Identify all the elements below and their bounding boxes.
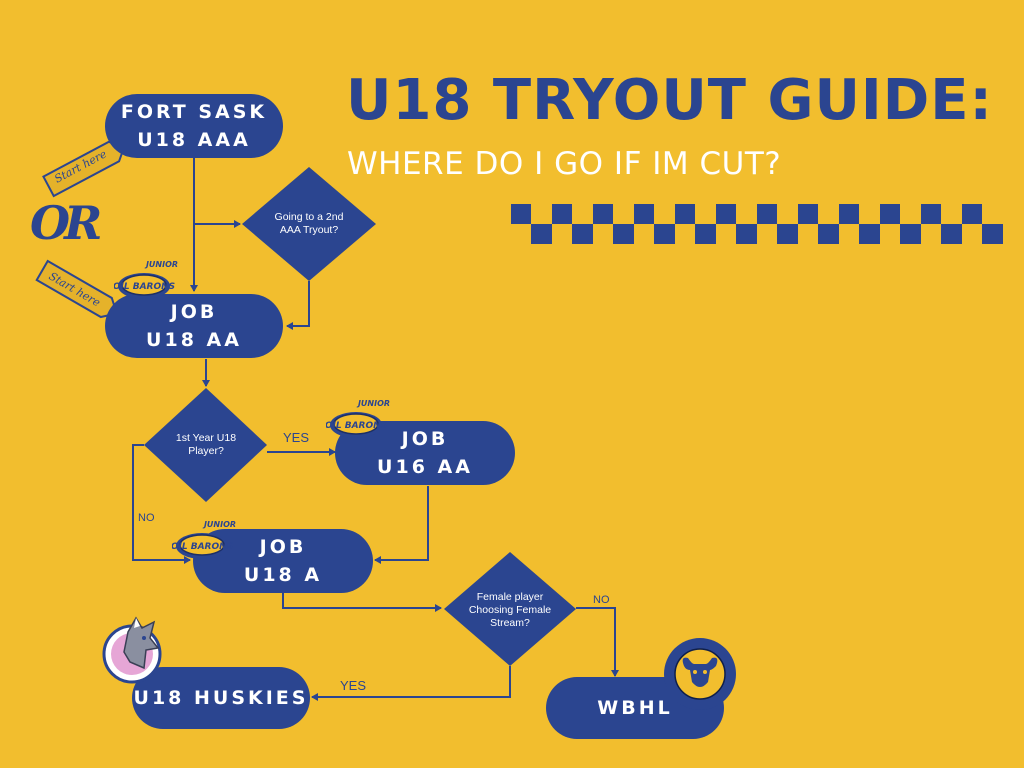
oil-barons-text-1: OIL BARONS [114,282,175,292]
decision-first-year-text: 1st Year U18 Player? [169,425,243,465]
node-fort-sask-u18-aaa: FORT SASK U18 AAA [105,94,283,158]
decision-second-aaa-diamond [242,167,376,281]
oil-barons-logo-3: OIL BARONS JUNIOR [172,520,236,559]
node-wbhl-label: WBHL [597,697,673,719]
decision-second-aaa-label: Going to a 2nd AAA Tryout? [274,211,344,236]
huskies-wolf-logo-icon [102,616,162,684]
edge-u18a-to-female [282,593,442,612]
decision-female-label: Female player Choosing Female Stream? [468,590,552,629]
edge-label-female-no: NO [593,594,610,606]
node-job-u16-aa: JOB U16 AA [335,421,515,485]
node-fort-sask-line1: FORT SASK [120,101,268,123]
edge-u16aa-to-u18a [374,486,429,564]
decision-female-diamond [444,552,576,666]
node-job-u16-aa-line2: U16 AA [377,456,473,478]
decision-first-year-diamond [144,388,267,502]
node-job-u16-aa-line1: JOB [401,428,449,450]
decision-second-aaa-text: Going to a 2nd AAA Tryout? [267,202,351,246]
oil-barons-text-2: OIL BARONS [326,421,387,431]
node-job-u18-aa: JOB U18 AA [105,294,283,358]
oil-barons-junior-2: JUNIOR [356,399,390,408]
node-u18-huskies-label: U18 HUSKIES [133,687,309,709]
edge-label-first-year-no: NO [138,512,155,524]
wood-buffalo-hockey-league-logo-icon [664,638,736,710]
node-fort-sask-line2: U18 AAA [137,129,251,151]
oil-barons-junior-1: JUNIOR [144,260,178,269]
oil-barons-logo-2: OIL BARONS JUNIOR [326,399,390,438]
node-job-u18-aa-line2: U18 AA [146,329,242,351]
node-u18-huskies: U18 HUSKIES [132,667,310,729]
decision-female-text: Female player Choosing Female Stream? [466,582,554,638]
edge-female-no [576,607,619,677]
page-subtitle: WHERE DO I GO IF IM CUT? [347,146,782,182]
edge-second-aaa-to-u18aa [286,281,310,330]
oil-barons-text-3: OIL BARONS [172,542,233,552]
edge-label-first-year-yes: YES [283,430,310,445]
edge-first-year-no [132,444,191,564]
oil-barons-logo-1: OIL BARONS JUNIOR [114,260,178,299]
page-title: U18 TRYOUT GUIDE: [346,68,993,133]
or-label: OR [30,196,102,250]
oil-barons-junior-3: JUNIOR [202,520,236,529]
checkered-flag-band [511,204,1003,244]
node-job-u18-aa-line1: JOB [170,301,218,323]
node-job-u18-a-line1: JOB [259,536,307,558]
decision-first-year-label: 1st Year U18 Player? [175,432,237,457]
edge-female-yes [311,666,511,701]
node-job-u18-a-line2: U18 A [243,564,323,586]
edge-fortsask-to-second-aaa [193,205,241,228]
edge-label-female-yes: YES [340,678,367,693]
